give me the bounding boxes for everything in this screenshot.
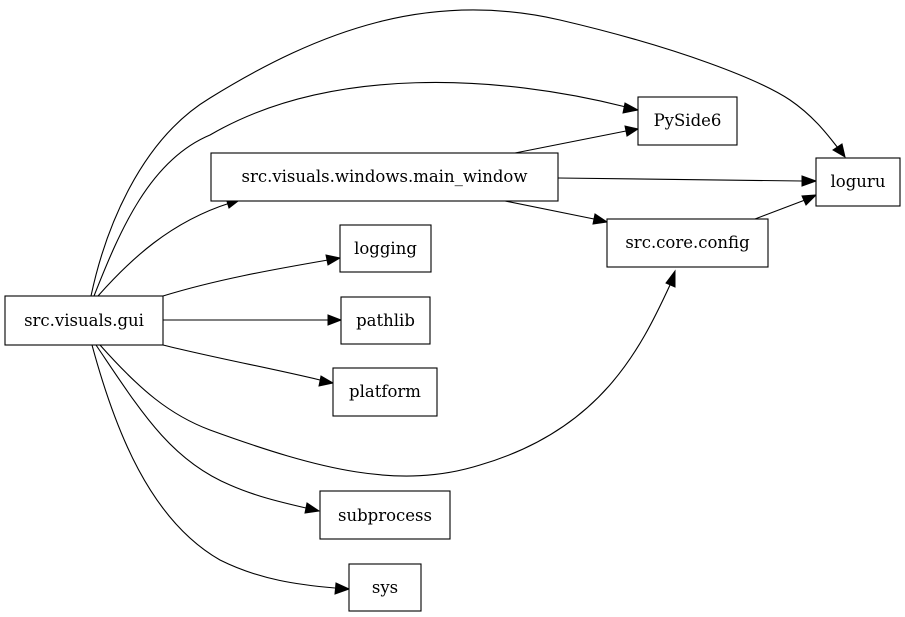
node-box: [340, 296, 431, 345]
edge-gui-to-platform: [162, 344, 335, 387]
arrowhead: [304, 502, 321, 514]
arrowhead: [832, 143, 846, 159]
node-platform[interactable]: platform: [332, 367, 438, 417]
edge-line: [504, 200, 595, 220]
edge-line: [557, 177, 803, 182]
node-pyside6[interactable]: PySide6: [637, 96, 738, 146]
node-label: loguru: [831, 172, 886, 191]
edge-gui-to-pathlib: [163, 314, 343, 326]
node-label: src.visuals.windows.main_window: [241, 167, 527, 186]
node-logging[interactable]: logging: [339, 224, 432, 273]
node-sys[interactable]: sys: [348, 563, 422, 612]
edge-main-window-to-loguru: [557, 175, 818, 187]
node-box: [332, 367, 438, 417]
arrowhead: [622, 102, 640, 114]
node-box: [348, 563, 422, 612]
node-label: src.core.config: [625, 233, 750, 252]
nodes: src.visuals.gui src.visuals.windows.main…: [4, 96, 901, 612]
arrowhead: [801, 194, 818, 206]
node-loguru[interactable]: loguru: [815, 157, 901, 207]
node-box: [4, 295, 164, 346]
arrowhead: [592, 213, 609, 225]
edge-line: [514, 130, 627, 154]
arrowhead: [327, 314, 343, 326]
arrowhead: [318, 375, 335, 387]
node-src-visuals-gui[interactable]: src.visuals.gui: [4, 295, 164, 346]
arrowhead: [325, 254, 342, 266]
edge-gui-to-sys: [91, 344, 351, 595]
edge-core-config-to-loguru: [754, 194, 818, 220]
arrowhead: [334, 582, 351, 595]
node-subprocess[interactable]: subprocess: [319, 490, 451, 540]
node-box: [210, 152, 559, 202]
edge-line: [93, 81, 627, 297]
node-label: platform: [349, 382, 421, 401]
node-label: pathlib: [356, 311, 415, 330]
node-label: PySide6: [654, 111, 722, 130]
edge-line: [90, 9, 839, 297]
edge-line: [162, 259, 329, 297]
node-label: logging: [354, 239, 417, 258]
node-src-core-config[interactable]: src.core.config: [606, 218, 769, 268]
node-box: [606, 218, 769, 268]
edge-gui-to-logging: [162, 254, 342, 297]
node-box: [319, 490, 451, 540]
edge-line: [95, 344, 307, 509]
arrowhead: [801, 175, 818, 187]
edge-gui-to-loguru: [90, 9, 846, 297]
node-pathlib[interactable]: pathlib: [340, 296, 431, 345]
edge-main-window-to-pyside6: [514, 125, 640, 154]
edge-line: [97, 202, 231, 297]
edge-line: [162, 344, 321, 381]
edge-main-window-to-core-config: [504, 200, 609, 225]
edge-gui-to-core-config: [99, 269, 676, 477]
edge-line: [91, 344, 336, 589]
edges: [90, 9, 846, 595]
node-label: sys: [372, 578, 398, 597]
node-label: src.visuals.gui: [24, 311, 144, 330]
edge-gui-to-pyside6: [93, 81, 640, 297]
node-box: [339, 224, 432, 273]
node-label: subprocess: [338, 506, 432, 525]
node-box: [637, 96, 738, 146]
edge-line: [754, 199, 806, 220]
arrowhead: [665, 269, 676, 288]
arrowhead: [624, 125, 640, 137]
edge-gui-to-subprocess: [95, 344, 321, 514]
node-src-visuals-windows-main-window[interactable]: src.visuals.windows.main_window: [210, 152, 559, 202]
edge-line: [99, 284, 671, 477]
node-box: [815, 157, 901, 207]
